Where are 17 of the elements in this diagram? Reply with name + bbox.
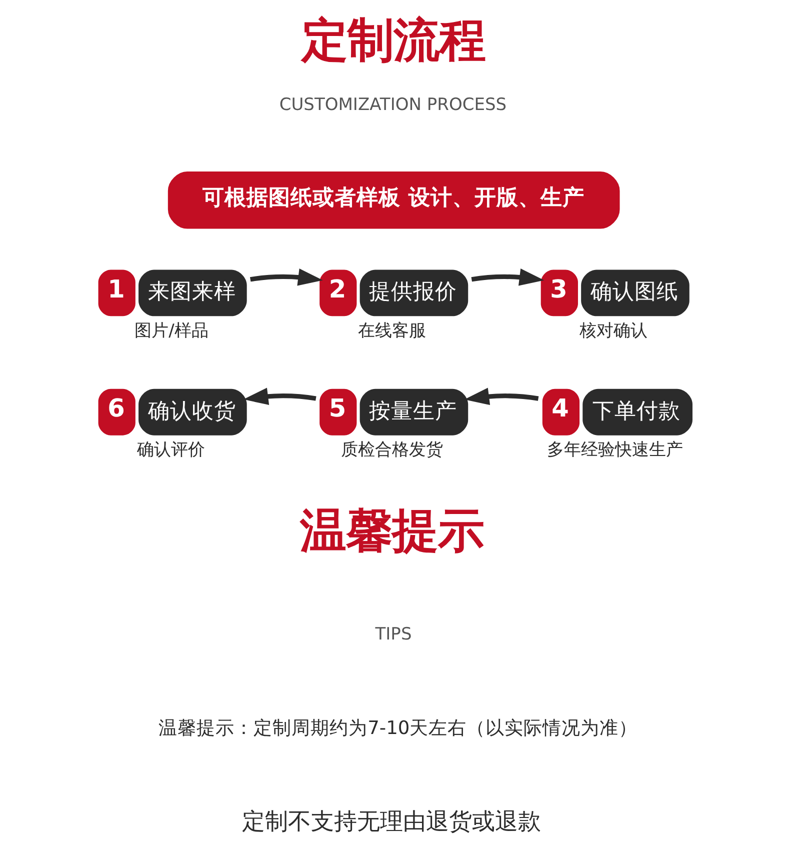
diagram-title: 定制流程 bbox=[301, 13, 486, 68]
node-label: 质检合格发货 bbox=[341, 440, 444, 460]
node-label: 图片/样品 bbox=[134, 320, 208, 341]
node-label: 多年经验快速生产 bbox=[547, 440, 684, 460]
arrow bbox=[471, 268, 544, 286]
node-label: 核对确认 bbox=[580, 320, 648, 341]
arrow bbox=[243, 388, 316, 405]
arrow bbox=[464, 388, 539, 406]
label: TIPS bbox=[375, 624, 412, 644]
label: 定制不支持无理由退货或退款 bbox=[242, 808, 542, 836]
node-box: 可根据图纸或者样板 设计、开版、生产 bbox=[168, 171, 620, 229]
node-label: 在线客服 bbox=[358, 320, 426, 341]
node-label: 确认评价 bbox=[136, 440, 205, 460]
label: 温馨提示 bbox=[300, 504, 484, 558]
label: 温馨提示：定制周期约为7-10天左右（以实际情况为准） bbox=[158, 718, 638, 740]
arrow bbox=[250, 268, 323, 286]
label: CUSTOMIZATION PROCESS bbox=[279, 95, 507, 116]
